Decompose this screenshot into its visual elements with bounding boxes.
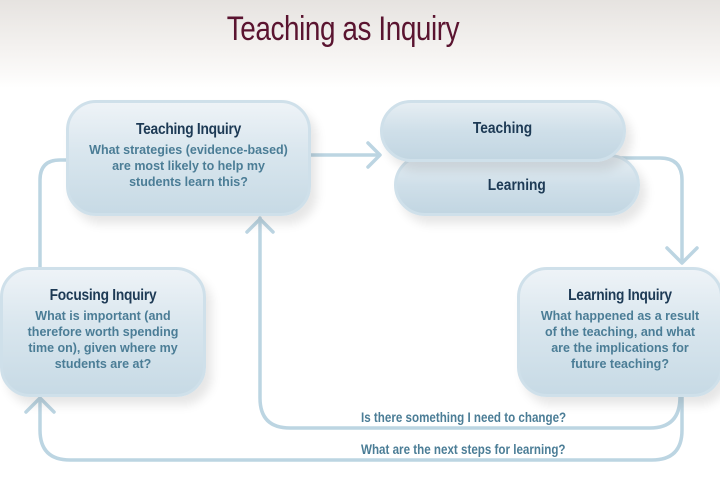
arrow-head-up-icon-change: [245, 217, 275, 234]
connector-next-steps-loop: [38, 395, 684, 462]
focusing-inquiry-heading: Focusing Inquiry: [49, 287, 157, 304]
teaching-inquiry-box: Teaching Inquiry What strategies (eviden…: [66, 100, 311, 216]
learning-inquiry-heading: Learning Inquiry: [568, 287, 672, 304]
focusing-inquiry-body: What is important (and therefore worth s…: [27, 309, 179, 371]
arrow-head-down-icon: [665, 246, 699, 265]
learning-inquiry-body: What happened as a result of the teachin…: [540, 309, 700, 371]
next-steps-loop-label: What are the next steps for learning?: [361, 442, 566, 457]
learning-inquiry-box: Learning Inquiry What happened as a resu…: [517, 267, 720, 397]
connector-change-loop: [258, 216, 682, 430]
teaching-pill: Teaching: [380, 100, 626, 162]
connector-teaching-to-learning-inquiry: [608, 156, 684, 264]
focusing-inquiry-box: Focusing Inquiry What is important (and …: [0, 267, 206, 397]
learning-pill-label: Learning: [487, 177, 547, 194]
change-loop-label: Is there something I need to change?: [361, 410, 567, 425]
header-band: [0, 0, 720, 88]
learning-pill: Learning: [394, 154, 640, 216]
arrow-head-up-icon-next: [24, 396, 56, 414]
teaching-pill-label: Teaching: [473, 120, 533, 137]
arrow-head-right-icon: [366, 141, 382, 169]
teaching-inquiry-body: What strategies (evidence-based) are mos…: [89, 143, 288, 189]
connector-focusing-to-teaching-inquiry: [38, 158, 70, 269]
teaching-inquiry-heading: Teaching Inquiry: [136, 121, 241, 138]
diagram-title: Teaching as Inquiry: [226, 10, 460, 48]
